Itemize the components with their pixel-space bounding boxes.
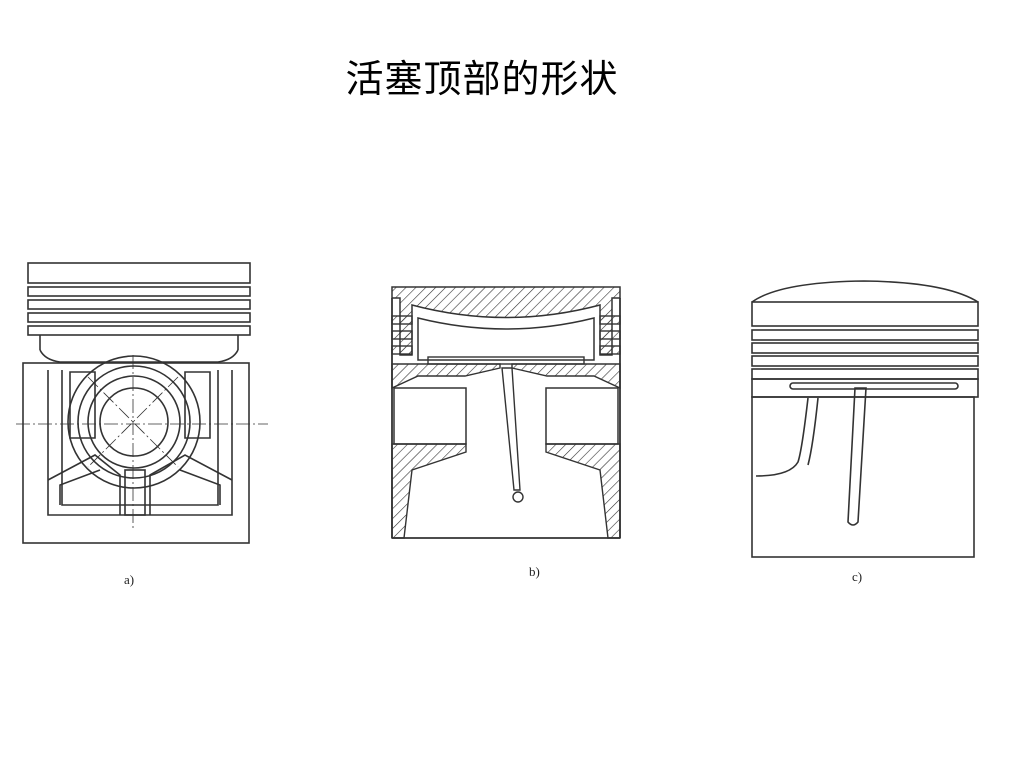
figure-b-label: b) (529, 564, 540, 579)
piston-a-drawing (16, 262, 268, 544)
slide-title: 活塞顶部的形状 (345, 57, 619, 101)
figure-c-label: c) (852, 569, 863, 584)
piston-b-drawing (391, 286, 621, 539)
piston-c-drawing (751, 280, 979, 558)
figure-a-label: a) (124, 572, 135, 587)
